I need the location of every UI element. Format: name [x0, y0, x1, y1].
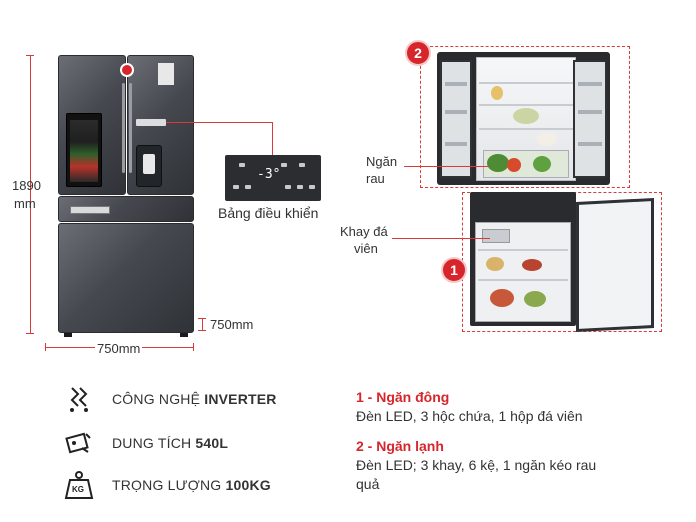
fridge-compartment-outline [420, 46, 630, 188]
feature-weight: TRỌNG LƯỢNG 100KG [112, 477, 271, 493]
feature-capacity: DUNG TÍCH 540L [112, 435, 229, 451]
spec-freezer-desc: Đèn LED, 3 hộc chứa, 1 hộp đá viên [356, 408, 583, 424]
height-value: 1890 [12, 178, 41, 193]
weight-icon: KG [64, 470, 94, 500]
inverter-icon [64, 384, 94, 414]
open-left-door [440, 60, 472, 178]
depth-tick-bottom [198, 330, 206, 331]
height-dimension-tick-top [26, 55, 34, 56]
height-unit: mm [14, 196, 36, 211]
ice-tray-callout-line [392, 238, 490, 239]
badge-freezer-compartment: 1 [441, 257, 467, 283]
freezer-drawer-panel [70, 206, 110, 214]
right-door-handle [129, 83, 132, 173]
feature-inverter: CÔNG NGHỆ INVERTER [112, 391, 277, 407]
depth-label: 750mm [210, 317, 254, 332]
badge-fridge-compartment: 2 [405, 40, 431, 66]
weight-icon-text: KG [72, 485, 84, 494]
freezer-drawer-bottom [58, 223, 194, 333]
energy-label [158, 63, 174, 85]
brand-badge [120, 63, 134, 77]
crisper-callout-line2: rau [366, 171, 385, 186]
left-door-handle [122, 83, 125, 173]
ice-tray-callout-line2: viên [354, 241, 378, 256]
spec-freezer-title: 1 - Ngăn đông [356, 389, 450, 405]
spec-fridge-desc-line1: Đèn LED; 3 khay, 6 kệ, 1 ngăn kéo rau [356, 457, 597, 473]
control-strip [136, 119, 166, 126]
capacity-icon [64, 428, 94, 458]
ice-tray [482, 229, 510, 243]
open-freezer-cabinet [475, 222, 571, 322]
width-dimension-tick-right [193, 343, 194, 351]
fridge-front-image [58, 55, 194, 337]
crisper-callout-line1: Ngăn [366, 154, 398, 169]
height-dimension-line [30, 55, 31, 333]
open-right-door [573, 60, 607, 178]
open-fridge-cabinet [476, 57, 576, 181]
control-panel-image: -3° [225, 155, 321, 201]
spec-fridge-title: 2 - Ngăn lạnh [356, 438, 444, 454]
fridge-foot-right [180, 333, 188, 337]
ice-tray-callout-line1: Khay đá [340, 224, 388, 239]
water-dispenser [136, 145, 162, 187]
control-panel-pointer-drop [272, 122, 273, 156]
control-panel-temp-display: -3° [257, 167, 281, 182]
fridge-foot-left [64, 333, 72, 337]
control-panel-pointer-line [166, 122, 272, 123]
width-label: 750mm [95, 341, 143, 356]
width-dimension-tick-left [45, 343, 46, 351]
control-panel-label: Bảng điều khiển [218, 205, 319, 221]
depth-dimension-line [202, 318, 203, 330]
spec-fridge-desc-line2: quả [356, 476, 380, 492]
height-dimension-tick-bottom [26, 333, 34, 334]
crisper-callout-line [404, 166, 488, 167]
open-freezer-door [576, 197, 654, 333]
touch-screen [66, 113, 102, 187]
